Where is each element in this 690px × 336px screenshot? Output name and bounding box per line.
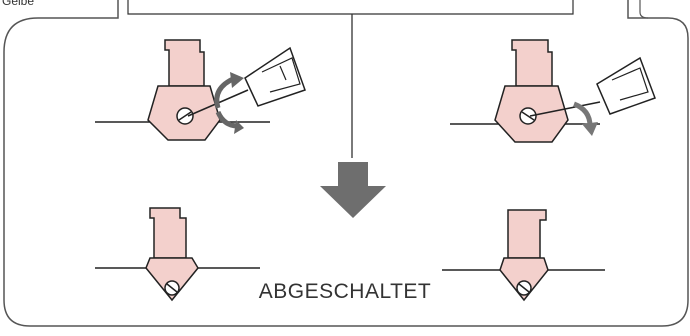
top-right-assembly [450,39,656,143]
stem [511,39,553,87]
top-left-fragment-label: Gelbe [2,0,35,8]
screwdriver-icon [529,56,656,117]
stem [149,207,187,259]
screw-icon [176,107,194,125]
top-right-fragment [639,0,649,19]
outer-frame [3,0,689,327]
screw-icon [164,280,180,296]
down-arrow-icon [320,162,386,218]
diagram-caption: ABGESCHALTET [258,280,432,303]
housing [145,257,199,302]
screw-icon [516,280,532,296]
stem [164,39,205,87]
top-box-fragment [127,0,574,15]
curved-arrow-icon [573,101,593,127]
bottom-right-assembly [442,209,605,302]
screw-icon [519,107,537,125]
housing [499,257,549,302]
bottom-left-assembly [95,207,260,302]
stem [507,209,547,259]
top-left-assembly [95,39,306,141]
